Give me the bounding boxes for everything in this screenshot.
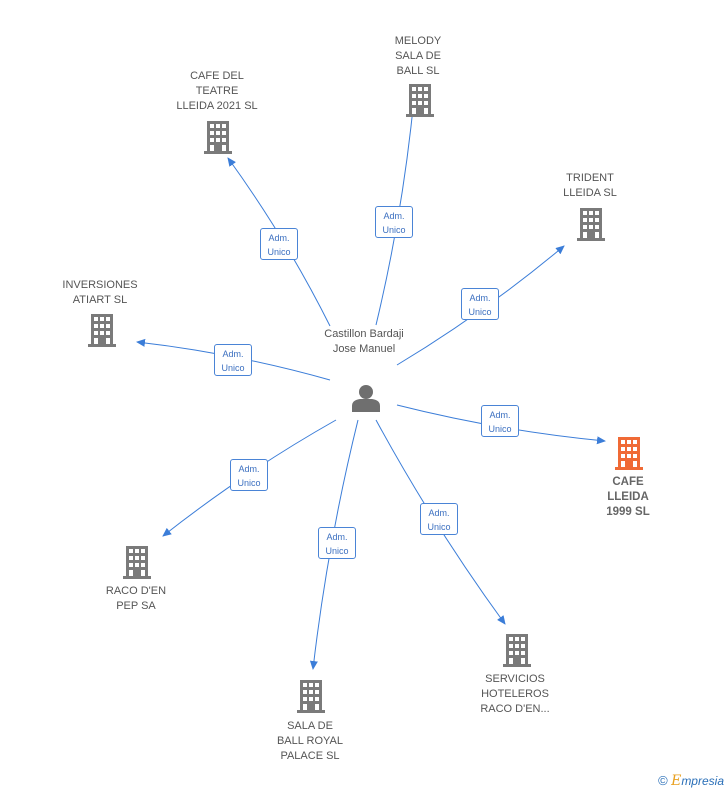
brand-name: mpresia (681, 774, 724, 788)
relation-role-label: Adm. (489, 410, 511, 420)
relation-type-label: Unico (488, 424, 512, 434)
center-person-label[interactable]: Castillon Bardaji Jose Manuel (324, 328, 404, 355)
company-label-cafe-teatre[interactable]: CAFE DEL TEATRE LLEIDA 2021 SL (176, 70, 258, 112)
relation-role-label: Adm. (326, 532, 348, 542)
relation-badge-raco-pep[interactable]: Adm. Unico (230, 459, 268, 491)
relation-badge-inversiones[interactable]: Adm. Unico (214, 344, 252, 376)
company-label-trident[interactable]: TRIDENT LLEIDA SL (563, 172, 617, 199)
relation-badge-cafe-teatre[interactable]: Adm. Unico (260, 228, 298, 260)
icons (88, 84, 643, 713)
company-label-raco-pep[interactable]: RACO D'EN PEP SA (105, 585, 167, 612)
company-label-servicios[interactable]: SERVICIOS HOTELEROS RACO D'EN... (480, 673, 550, 715)
person-icon[interactable] (352, 385, 380, 412)
relation-role-label: Adm. (238, 464, 260, 474)
building-icon[interactable] (406, 84, 434, 117)
relation-role-label: Adm. (428, 508, 450, 518)
relation-type-label: Unico (267, 247, 291, 257)
company-label-sala-ball[interactable]: SALA DE BALL ROYAL PALACE SL (276, 720, 344, 762)
relation-badge-servicios[interactable]: Adm. Unico (420, 503, 458, 535)
relation-role-label: Adm. (268, 233, 290, 243)
building-icon[interactable] (88, 314, 116, 347)
building-icon[interactable] (297, 680, 325, 713)
building-icon[interactable] (615, 437, 643, 470)
brand-logo-letter: E (671, 773, 682, 789)
building-icon[interactable] (123, 546, 151, 579)
building-icon[interactable] (577, 208, 605, 241)
relation-type-label: Unico (325, 546, 349, 556)
relation-badge-trident[interactable]: Adm. Unico (461, 288, 499, 320)
brand-footer[interactable]: © Empresia (658, 773, 724, 789)
relation-role-label: Adm. (469, 293, 491, 303)
relation-type-label: Unico (468, 307, 492, 317)
building-icon[interactable] (503, 634, 531, 667)
company-label-inversiones[interactable]: INVERSIONES ATIART SL (62, 279, 138, 306)
copyright-symbol: © (658, 773, 668, 788)
company-label-cafe-lleida[interactable]: CAFE LLEIDA 1999 SL (606, 476, 650, 518)
building-icon[interactable] (204, 121, 232, 154)
edges (136, 97, 606, 670)
relation-role-label: Adm. (383, 211, 405, 221)
relation-type-label: Unico (427, 522, 451, 532)
company-label-melody[interactable]: MELODY SALA DE BALL SL (394, 35, 442, 77)
relation-badge-sala-ball[interactable]: Adm. Unico (318, 527, 356, 559)
relation-type-label: Unico (221, 363, 245, 373)
relation-type-label: Unico (382, 225, 406, 235)
relation-badge-melody[interactable]: Adm. Unico (375, 206, 413, 238)
relation-badge-cafe-lleida[interactable]: Adm. Unico (481, 405, 519, 437)
relation-role-label: Adm. (222, 349, 244, 359)
relation-type-label: Unico (237, 478, 261, 488)
